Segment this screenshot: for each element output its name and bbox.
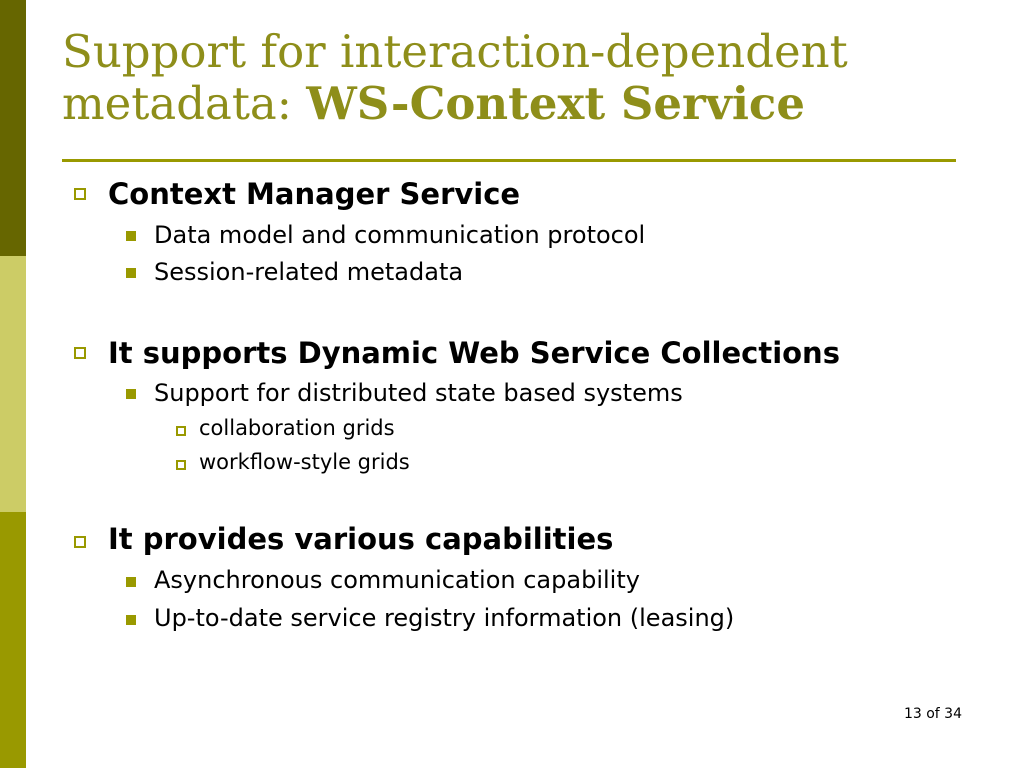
section-heading: Context Manager Service — [108, 177, 521, 211]
solid-square-icon — [126, 268, 136, 278]
list-item: Support for distributed state based syst… — [154, 379, 683, 407]
small-hollow-square-icon — [176, 460, 186, 470]
hollow-square-icon — [74, 536, 86, 548]
hollow-square-icon — [74, 347, 86, 359]
solid-square-icon — [126, 231, 136, 241]
accent-bar-mid-segment — [0, 512, 26, 768]
hollow-square-icon — [74, 188, 86, 200]
accent-bar-light-segment — [0, 256, 26, 512]
title-line-2-plain: metadata: — [62, 77, 307, 130]
sub-list-item: workflow-style grids — [199, 450, 410, 474]
slide-title: Support for interaction-dependent metada… — [62, 26, 962, 130]
section-heading: It supports Dynamic Web Service Collecti… — [108, 336, 840, 370]
list-item: Data model and communication protocol — [154, 221, 646, 249]
title-line-1: Support for interaction-dependent — [62, 25, 848, 78]
small-hollow-square-icon — [176, 426, 186, 436]
title-line-2-bold: WS-Context Service — [306, 77, 805, 130]
solid-square-icon — [126, 577, 136, 587]
list-item: Session-related metadata — [154, 258, 464, 286]
section-heading: It provides various capabilities — [108, 522, 614, 556]
accent-bar-dark-segment — [0, 0, 26, 256]
left-accent-bar — [0, 0, 26, 768]
solid-square-icon — [126, 389, 136, 399]
page-number: 13 of 34 — [903, 706, 962, 722]
list-item: Up-to-date service registry information … — [154, 604, 735, 632]
list-item: Asynchronous communication capability — [154, 566, 640, 594]
solid-square-icon — [126, 615, 136, 625]
sub-list-item: collaboration grids — [199, 416, 395, 440]
title-divider — [62, 159, 956, 162]
